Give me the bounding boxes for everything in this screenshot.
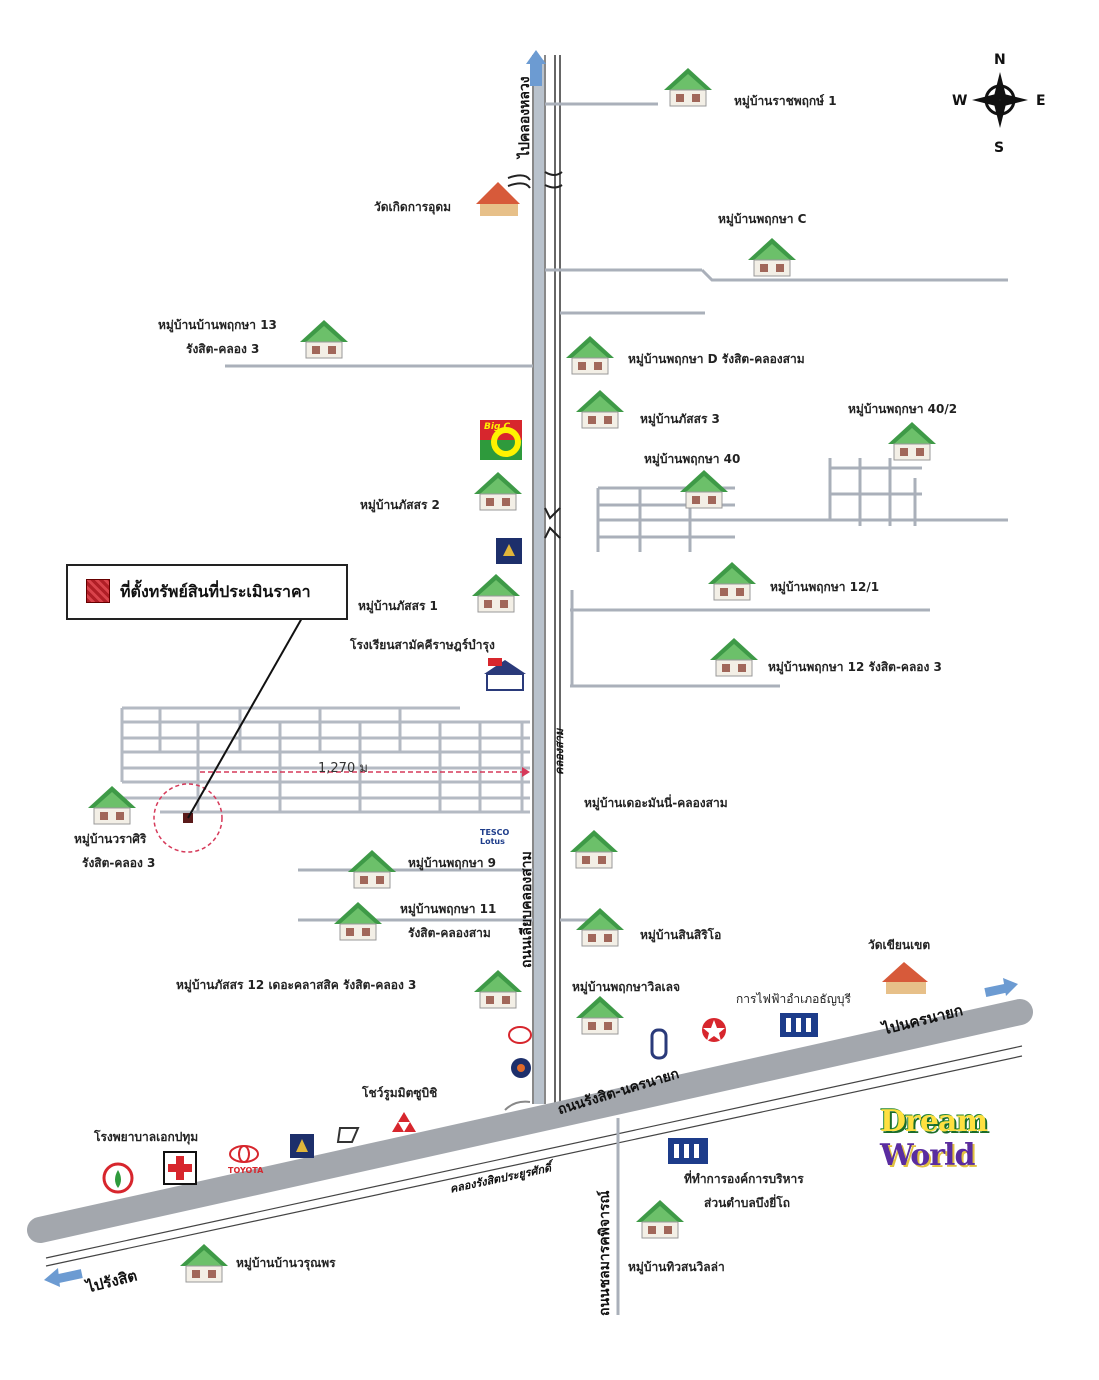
house-icon (576, 908, 624, 947)
house-icon (664, 68, 712, 107)
hospital-icons (102, 1112, 416, 1194)
place-label: ที่ทำการองค์การบริหาร (684, 1172, 804, 1186)
place-label: หมู่บ้านบ้านพฤกษา 13 (158, 318, 277, 332)
big-c-logo (480, 420, 522, 460)
big-c-label: Big C (484, 422, 511, 432)
place-label: โชว์รูมมิตซูบิชิ (362, 1086, 438, 1100)
highway (27, 999, 1033, 1267)
east-grid (596, 458, 922, 552)
place-label: วัดเกิดการอุดม (374, 200, 452, 214)
compass-north-label: N (994, 52, 1006, 68)
compass-east-label: E (1036, 93, 1046, 109)
house-icon (636, 1200, 684, 1239)
place-label: ส่วนตำบลบึงยี่โถ (704, 1196, 790, 1210)
west-grid (120, 706, 530, 814)
place-label: หมู่บ้านสินสิริโอ (640, 928, 722, 942)
house-icon (888, 422, 936, 461)
place-label: หมู่บ้านพฤกษา 40/2 (848, 402, 958, 416)
school-icon (484, 658, 526, 691)
compass-west-label: W (952, 93, 968, 109)
house-icon (474, 970, 522, 1009)
place-label: หมู่บ้านพฤกษา 12/1 (770, 580, 880, 594)
north-arrow (526, 50, 546, 86)
fuel-icons (508, 1018, 726, 1078)
place-label: หมู่บ้านพฤกษาวิลเลจ (572, 980, 681, 994)
distance-line (153, 617, 530, 853)
place-label: หมู่บ้านพฤกษา 11 (400, 902, 497, 916)
place-label: หมู่บ้านภัสสร 2 (360, 498, 440, 512)
distance-label: 1,270 ม (318, 761, 368, 776)
place-label: โรงพยาบาลเอกปทุม (94, 1130, 199, 1144)
place-label: หมู่บ้านพฤกษา 9 (408, 856, 496, 870)
property-swatch (86, 579, 110, 603)
place-label: โรงเรียนสามัคคีราษฎร์บำรุง (350, 638, 495, 652)
place-label: หมู่บ้านวราศิริ (74, 832, 147, 846)
place-label: หมู่บ้านพฤกษา D รังสิต-คลองสาม (628, 352, 805, 366)
bridge-marks (507, 171, 563, 539)
place-label: รังสิต-คลอง 3 (82, 856, 156, 870)
direction-arrows (44, 978, 1018, 1287)
compass-rose (972, 72, 1028, 128)
house-icon (300, 320, 348, 359)
place-label: วัดเขียนเขต (868, 938, 931, 952)
house-icon (474, 472, 522, 511)
place-label: หมู่บ้านภัสสร 12 เดอะคลาสสิค รังสิต-คลอง… (176, 978, 417, 992)
place-label: หมู่บ้านเดอะมันนี่-คลองสาม (584, 796, 728, 810)
legend-label: ที่ตั้งทรัพย์สินที่ประเมินราคา (120, 582, 311, 601)
place-label: รังสิต-คลอง 3 (186, 342, 260, 356)
compass-south-label: S (994, 140, 1005, 156)
house-icon (576, 390, 624, 429)
dream-world-line2: World (880, 1138, 975, 1173)
place-label: หมู่บ้านราชพฤกษ์ 1 (734, 94, 837, 108)
house-icon (472, 574, 520, 613)
house-icon (570, 830, 618, 869)
place-label: หมู่บ้านพฤกษา C (718, 212, 807, 226)
dream-world-line1: Dream (880, 1104, 988, 1139)
temple-icons (476, 182, 928, 994)
road-label-north: ไปคลองหลวง (517, 76, 533, 158)
office-windows (674, 1018, 811, 1158)
canal-label: คลองสาม (553, 728, 566, 775)
legend-box: ที่ตั้งทรัพย์สินที่ประเมินราคา (66, 564, 348, 620)
house-icon (180, 1244, 228, 1283)
main-road (532, 55, 561, 1104)
place-label: รังสิต-คลองสาม (408, 926, 491, 940)
toyota-logo: TOYOTA (228, 1166, 264, 1175)
tesco-logo: TESCO Lotus (480, 828, 510, 846)
dream-world-logo: Dream World (870, 1096, 988, 1192)
place-label: หมู่บ้านพฤกษา 12 รังสิต-คลอง 3 (768, 660, 942, 674)
house-icon (348, 850, 396, 889)
place-label: การไฟฟ้าอำเภอธัญบุรี (736, 992, 851, 1006)
house-icon (748, 238, 796, 277)
place-label: หมู่บ้านบ้านวรุณพร (236, 1256, 336, 1270)
place-label: หมู่บ้านภัสสร 3 (640, 412, 720, 426)
house-icon (334, 902, 382, 941)
place-label: หมู่บ้านภัสสร 1 (358, 599, 438, 613)
south-road-label: ถนนชลมารคพิจารณ์ (597, 1190, 613, 1316)
bank-icons (290, 538, 522, 1158)
house-icon (576, 996, 624, 1035)
house-icon (566, 336, 614, 375)
house-icon (708, 562, 756, 601)
side-roads (225, 102, 1008, 922)
house-icon (710, 638, 758, 677)
place-label: หมู่บ้านทิวสนวิลล่า (628, 1260, 725, 1274)
road-label-main: ถนนเลียบคลองสาม (519, 851, 535, 968)
house-icon (680, 470, 728, 509)
place-label: หมู่บ้านพฤกษา 40 (644, 452, 741, 466)
house-icon (88, 786, 136, 825)
